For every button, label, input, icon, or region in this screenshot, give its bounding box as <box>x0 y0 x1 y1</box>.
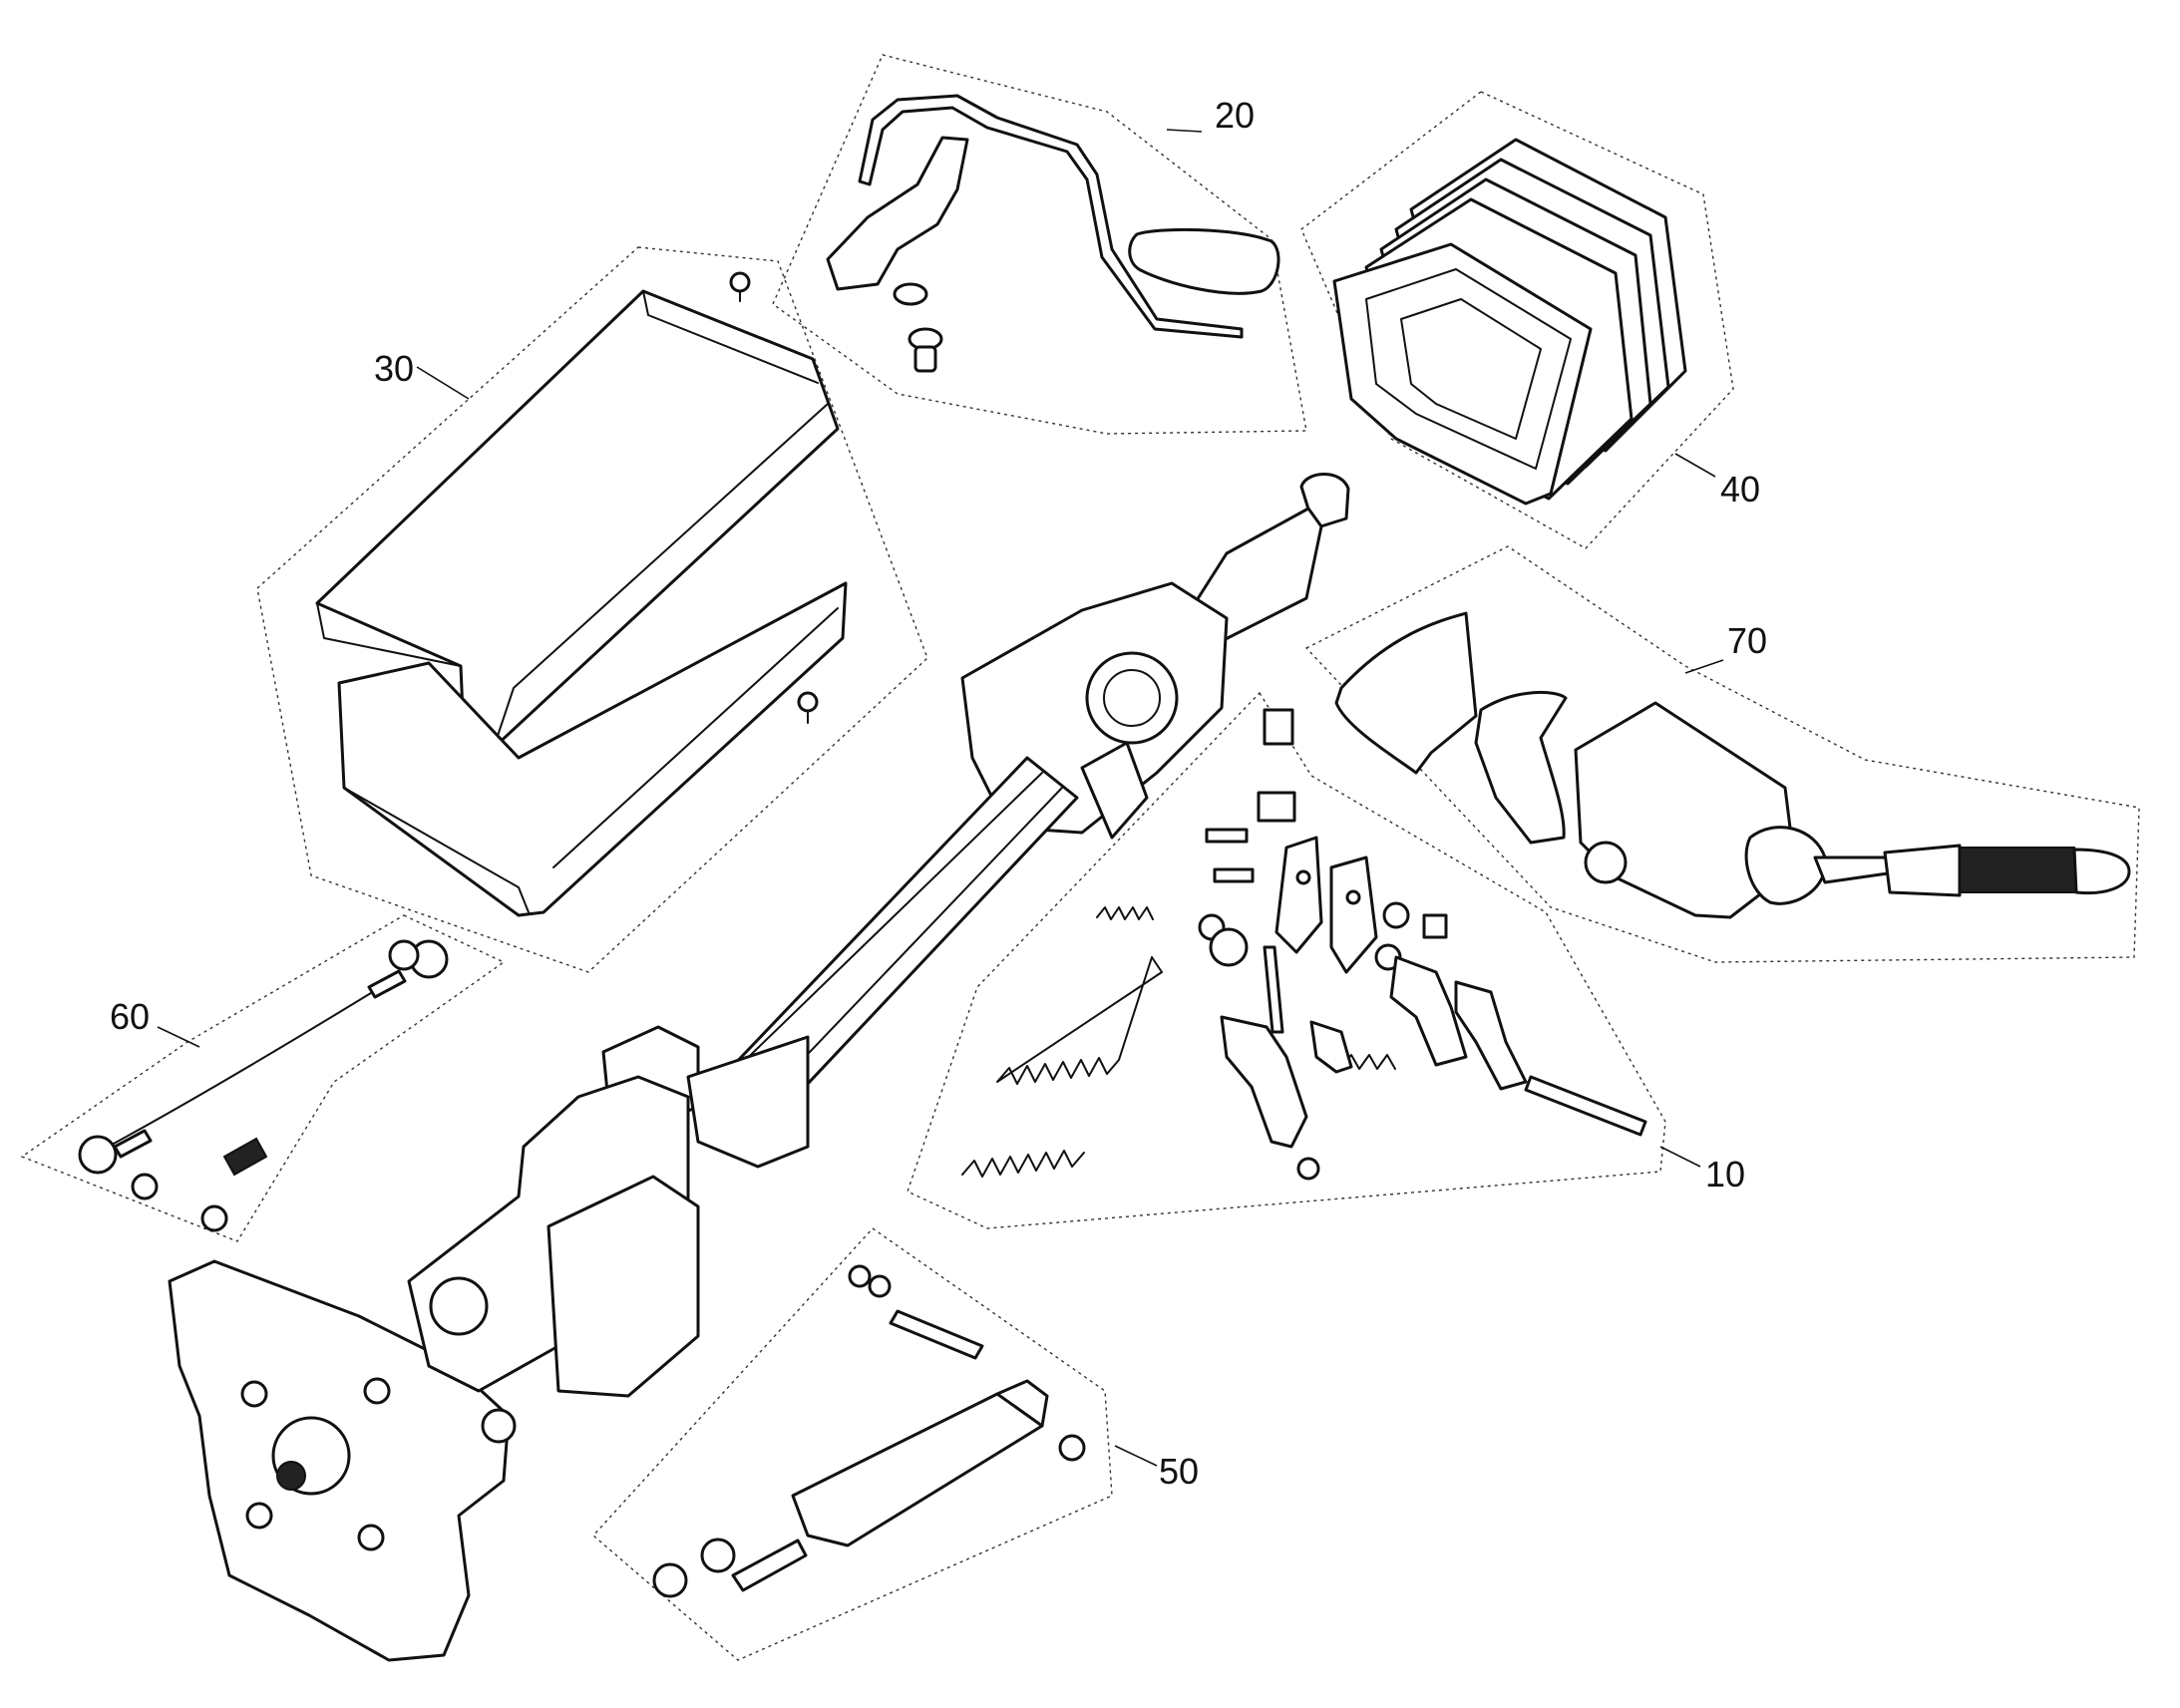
cable-eyelet-lower <box>78 1135 118 1175</box>
callout-40[interactable]: 40 <box>1720 469 1760 510</box>
switch-shell-right <box>1474 690 1568 845</box>
latch <box>1220 1015 1308 1149</box>
upper-shroud <box>315 289 840 750</box>
block-upper <box>1263 708 1294 746</box>
callout-70[interactable]: 70 <box>1727 620 1767 661</box>
switch-stalk <box>1813 855 1897 884</box>
screw-top <box>729 271 751 293</box>
lever-knob <box>1128 227 1280 295</box>
leader-20 <box>1166 129 1203 133</box>
stalk-grip <box>1954 847 2081 893</box>
bolt-1 <box>1205 828 1249 844</box>
linkage-1 <box>1389 955 1468 1067</box>
screw-bottom <box>797 691 819 713</box>
lever-bracket <box>826 136 969 291</box>
group-60-cable[interactable]: 60 <box>20 914 506 1242</box>
ground-cable <box>111 984 385 1146</box>
clip <box>1309 1020 1353 1074</box>
notched-plate-1 <box>1274 836 1323 954</box>
housing-plate <box>1080 741 1149 840</box>
switch-collar <box>1744 826 1827 905</box>
long-pin <box>1263 945 1284 1034</box>
boot-flange <box>1332 242 1593 506</box>
spring-small <box>1096 906 1154 920</box>
group-20-lever[interactable]: 20 <box>772 54 1307 435</box>
gas-strut-body <box>791 1392 1044 1547</box>
group-20-outline <box>772 54 1307 435</box>
strut-rod <box>731 1538 808 1592</box>
steering-column-assembly[interactable] <box>168 473 1350 1662</box>
side-bracket-right <box>546 1175 700 1398</box>
pivot-bearing <box>429 1276 489 1336</box>
strut-pin <box>889 1309 984 1360</box>
group-30-cover[interactable]: 30 <box>256 246 928 973</box>
stalk-tip <box>1883 844 1962 897</box>
group-40-outline <box>1300 91 1734 549</box>
switch-shell-left <box>1334 611 1478 775</box>
washer <box>893 282 928 306</box>
group-30-outline <box>256 246 928 973</box>
spring-lower <box>961 1150 1085 1178</box>
square-nut <box>1422 913 1448 939</box>
leader-70 <box>1684 659 1724 674</box>
leader-30 <box>416 366 470 400</box>
linkage-2 <box>1454 980 1528 1091</box>
cable-spring <box>222 1137 268 1177</box>
spring-upper <box>996 956 1163 1085</box>
callout-30[interactable]: 30 <box>374 348 414 389</box>
housing-bearing <box>1085 651 1179 745</box>
callout-50[interactable]: 50 <box>1159 1451 1199 1492</box>
group-40-boot[interactable]: 40 <box>1300 91 1760 549</box>
strut-nut-2 <box>700 1537 736 1573</box>
lower-support <box>686 1035 810 1169</box>
leader-50 <box>1114 1445 1158 1467</box>
group-70-switch[interactable]: 70 <box>1304 545 2140 963</box>
leader-60 <box>157 1026 200 1048</box>
callout-10[interactable]: 10 <box>1705 1154 1745 1195</box>
leader-10 <box>1659 1146 1701 1168</box>
callout-60[interactable]: 60 <box>110 996 150 1037</box>
leader-40 <box>1674 453 1716 478</box>
block-lower <box>1257 791 1296 823</box>
bolt-shank <box>913 345 937 373</box>
long-bolt <box>1524 1075 1647 1137</box>
strut-nut-1 <box>652 1562 688 1598</box>
callout-20[interactable]: 20 <box>1215 95 1255 136</box>
tilt-lever-rod <box>858 94 1244 339</box>
group-10-small-parts[interactable]: 10 <box>907 691 1745 1229</box>
lower-shroud <box>337 581 848 917</box>
bolt-2 <box>1213 867 1255 883</box>
group-50-gas-strut[interactable]: 50 <box>591 1227 1199 1661</box>
notched-plate-2 <box>1329 855 1378 974</box>
